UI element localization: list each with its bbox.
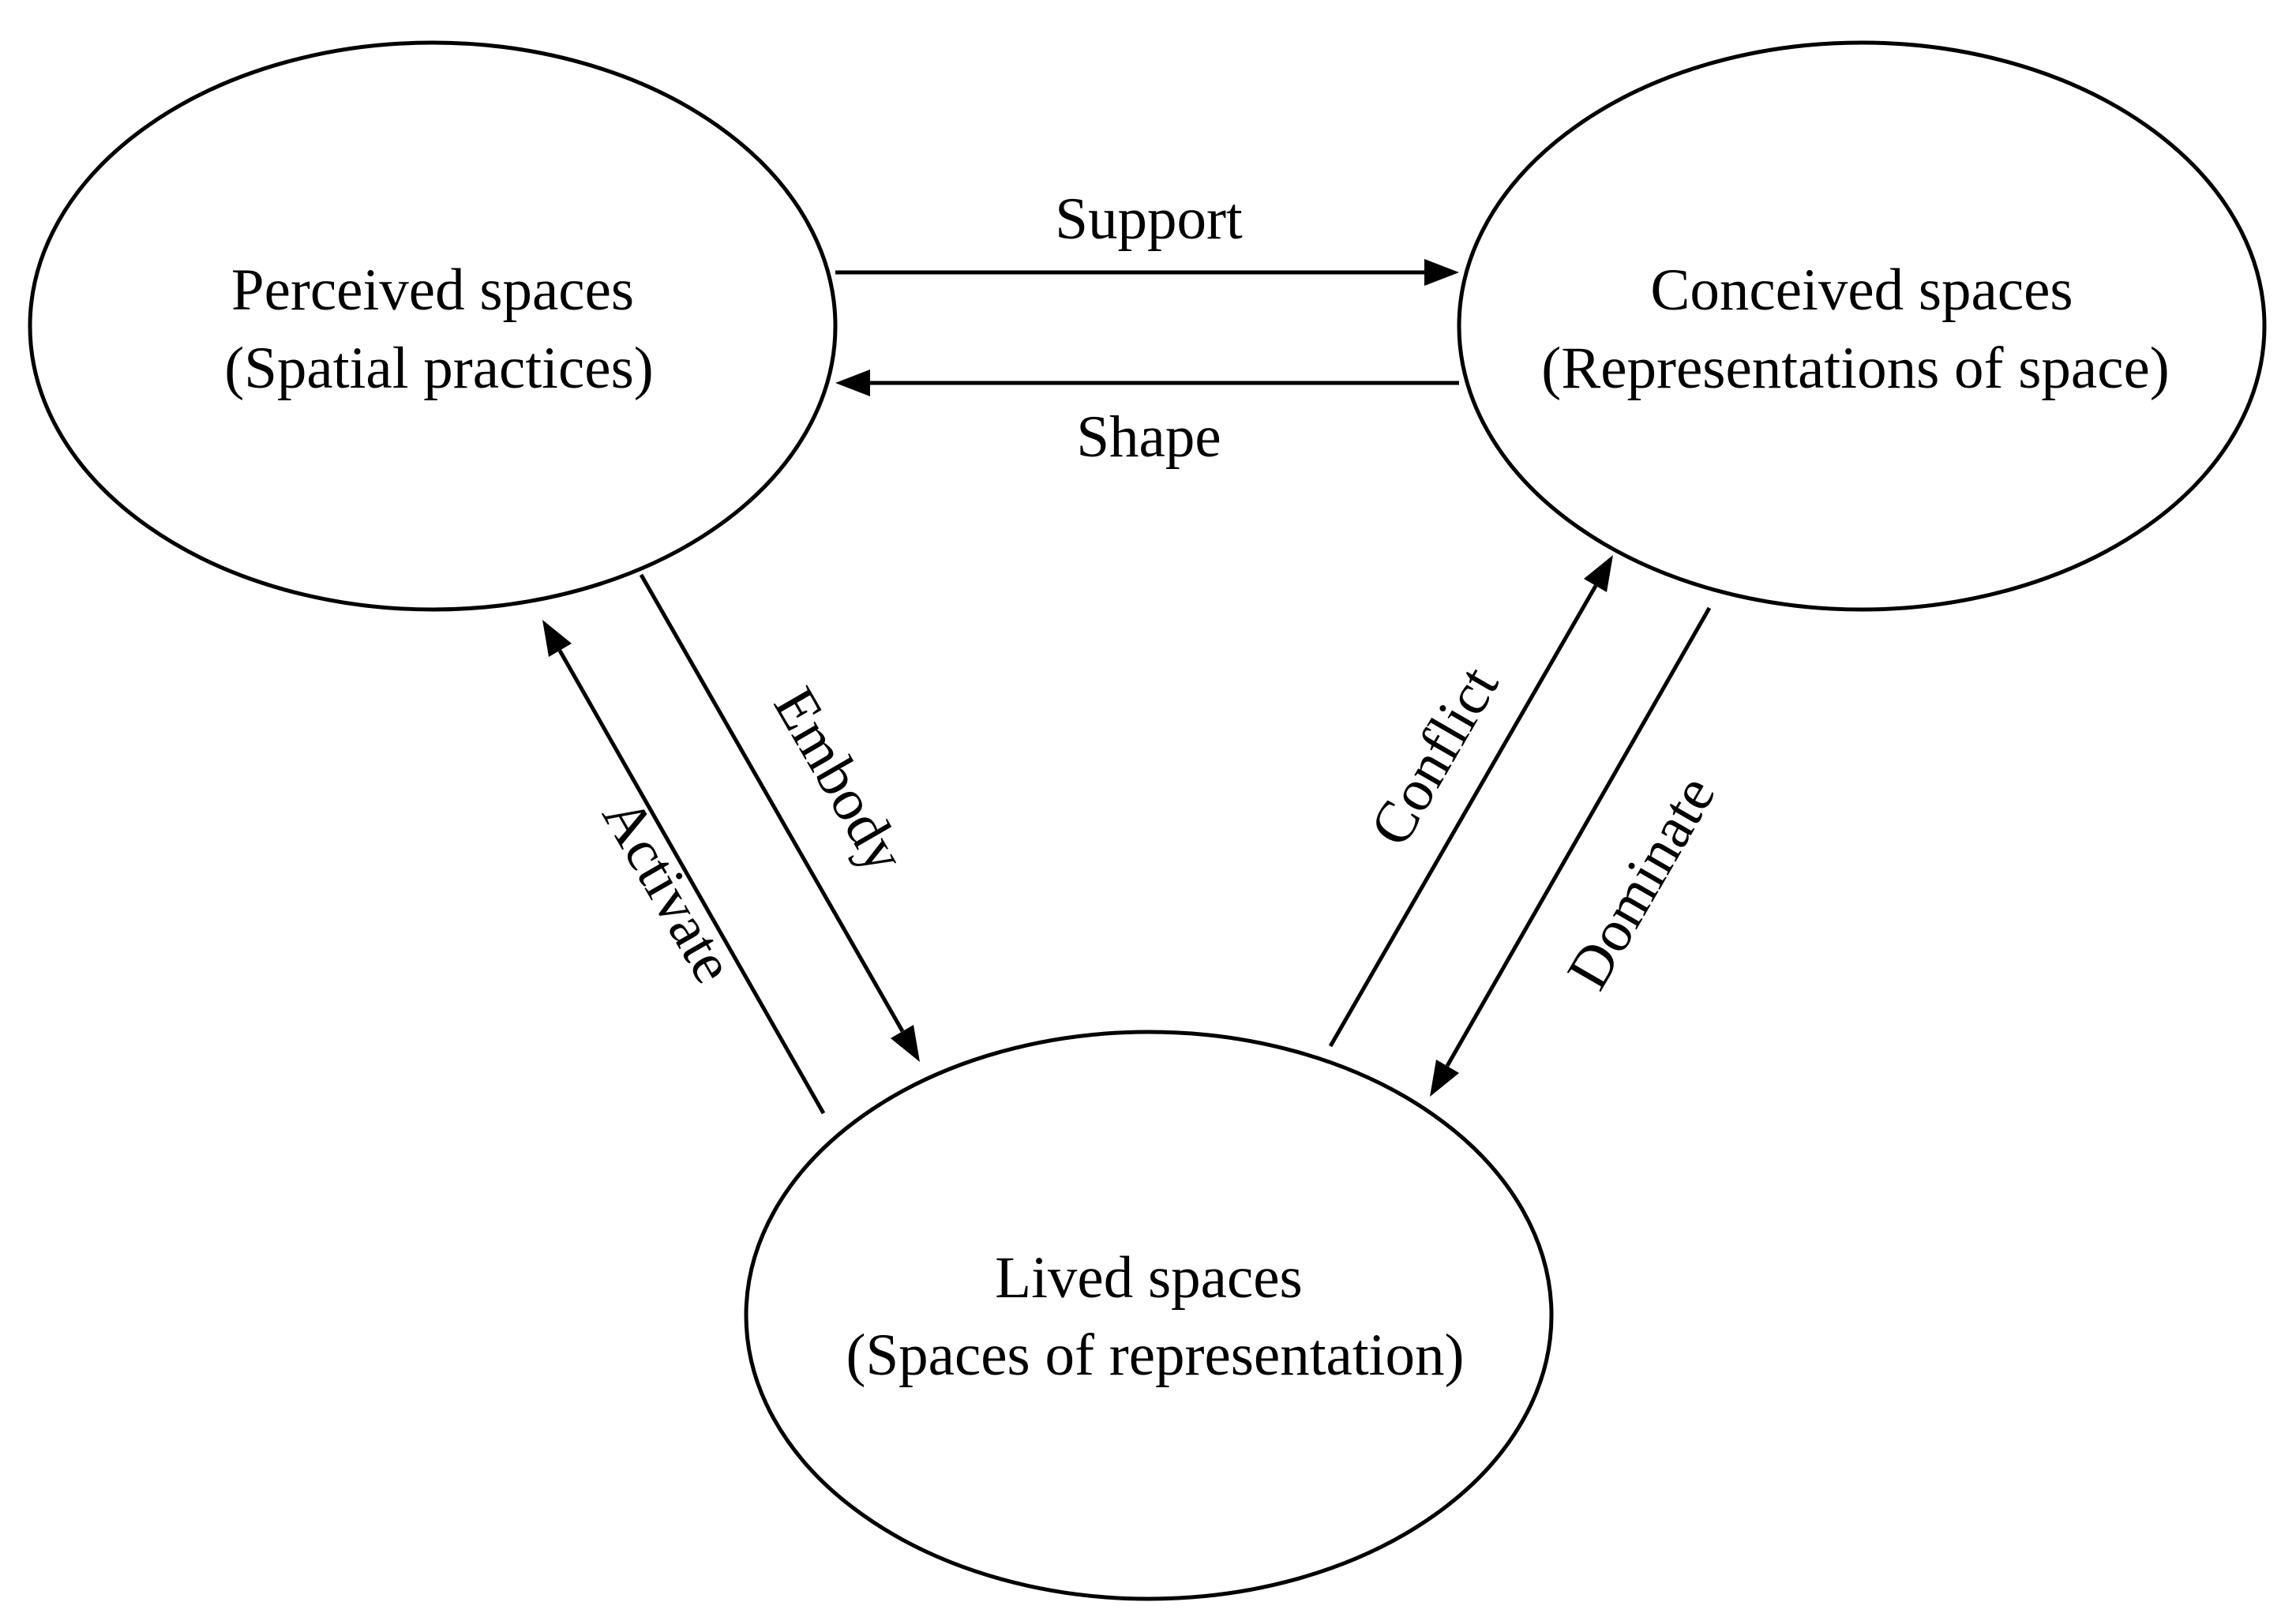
perceived-spaces-title: Perceived spaces [231,257,634,323]
activate-arrowhead [542,620,572,657]
node-conceived-spaces: Conceived spaces (Representations of spa… [1457,40,2267,612]
perceived-spaces-ellipse [28,40,838,612]
perceived-spaces-subtitle: (Spatial practices) [224,336,654,401]
activate-arrow-line [557,649,826,1115]
conceived-spaces-subtitle: (Representations of space) [1541,336,2170,401]
edge-embody: Embody [639,573,920,1062]
node-perceived-spaces: Perceived spaces (Spatial practices) [28,40,838,612]
embody-arrowhead [891,1025,920,1062]
conflict-label: Conflict [1357,655,1511,857]
lived-spaces-ellipse [744,1030,1554,1601]
edge-support: Support [835,186,1459,286]
embody-label: Embody [761,677,918,884]
dominate-label: Dominate [1555,765,1728,1000]
support-arrowhead [1424,259,1459,286]
shape-label: Shape [1076,404,1221,470]
conceived-spaces-ellipse [1457,40,2267,612]
dominate-arrowhead [1430,1060,1459,1097]
conflict-arrowhead [1584,555,1613,592]
edge-activate: Activate [542,620,826,1115]
dominate-arrow-line [1445,606,1712,1067]
conflict-arrow-line [1328,584,1598,1048]
activate-label: Activate [590,787,747,994]
node-lived-spaces: Lived spaces (Spaces of representation) [744,1030,1554,1601]
lived-spaces-subtitle: (Spaces of representation) [846,1322,1465,1388]
shape-arrowhead [835,370,870,396]
support-label: Support [1055,186,1243,252]
conceived-spaces-title: Conceived spaces [1650,257,2073,323]
lived-spaces-title: Lived spaces [995,1245,1302,1311]
edge-shape: Shape [835,370,1459,470]
embody-arrow-line [639,573,905,1033]
